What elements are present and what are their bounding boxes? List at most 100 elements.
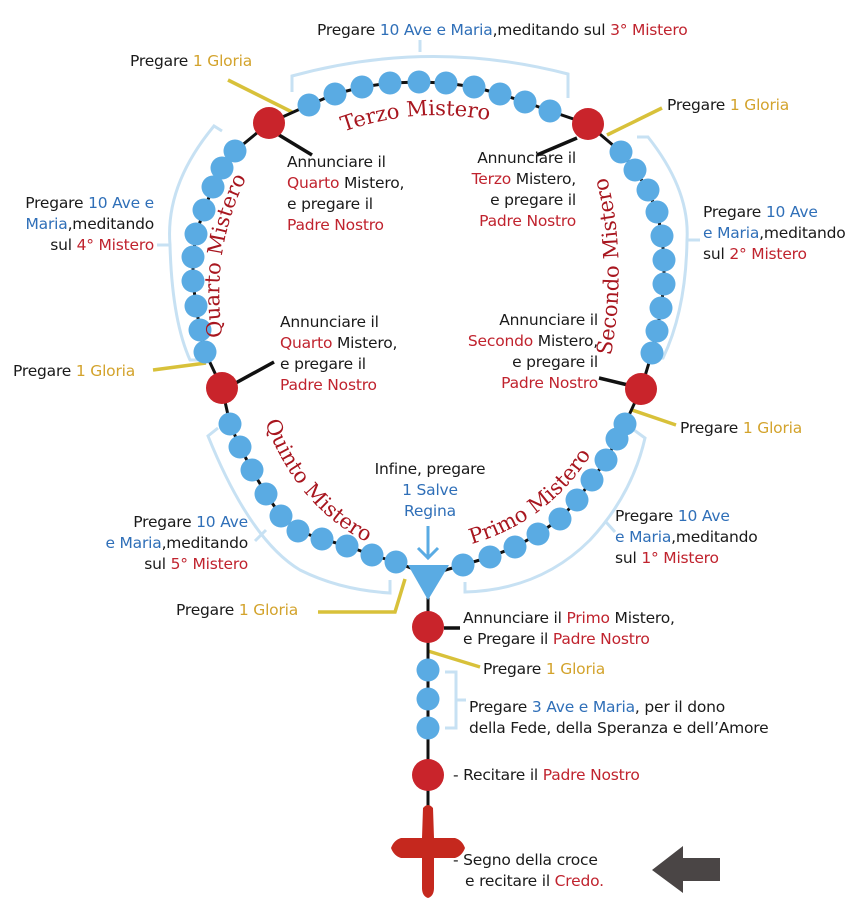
pater-noster-beads	[206, 107, 657, 791]
bracket-bottom-left	[206, 426, 392, 595]
decade-brackets	[157, 40, 700, 730]
text: Pregare	[680, 419, 743, 437]
text-mystery-ref: Terzo	[471, 170, 512, 188]
text-gloria: 1 Gloria	[238, 601, 299, 619]
ave-maria-bead	[645, 200, 669, 224]
label-gloria-mid-left: Pregare 1 Gloria	[13, 361, 135, 382]
ave-maria-bead	[605, 427, 629, 451]
ave-maria-bead	[503, 535, 527, 559]
label-decade-second: Pregare 10 Ave e Maria,meditando sul 2° …	[703, 202, 846, 265]
text-credo: Credo.	[554, 872, 604, 890]
text-gloria: 1 Gloria	[75, 362, 136, 380]
text: Pregare	[13, 362, 76, 380]
arrow-down-icon	[416, 526, 440, 561]
text-ave: e Maria	[105, 534, 162, 552]
text-ave-count: 3 Ave e Maria	[531, 698, 635, 716]
text-ave-count: 10 Ave	[765, 203, 818, 221]
label-gloria-top-left: Pregare 1 Gloria	[130, 51, 252, 72]
ave-maria-bead	[652, 248, 676, 272]
text-ave-count: 10 Ave e	[88, 194, 154, 212]
ave-maria-bead	[184, 294, 208, 318]
text-ave-count: 10 Ave e Maria	[379, 21, 493, 39]
ave-maria-bead	[192, 198, 216, 222]
crucifix-icon	[391, 805, 465, 898]
ave-maria-bead	[594, 448, 618, 472]
ave-maria-bead	[310, 527, 334, 551]
pater-noster-bead	[572, 108, 604, 140]
text-mystery-ref: 3° Mistero	[610, 21, 688, 39]
text-gloria: 1 Gloria	[545, 660, 606, 678]
text: sul	[703, 245, 730, 263]
ave-maria-bead	[416, 658, 440, 682]
label-our-father: - Recitare il Padre Nostro	[453, 765, 640, 786]
text: Annunciare il	[499, 311, 598, 329]
text-mystery-ref: Quarto	[287, 174, 340, 192]
ave-maria-bead	[645, 319, 669, 343]
ave-maria-bead	[193, 340, 217, 364]
text: e pregare il	[490, 191, 576, 209]
ave-maria-bead	[580, 468, 604, 492]
ave-maria-bead	[201, 175, 225, 199]
label-salve-regina: Infine, pregare 1 Salve Regina	[360, 459, 500, 522]
pater-noster-bead	[412, 759, 444, 791]
ave-maria-bead	[407, 70, 431, 94]
text-gloria: 1 Gloria	[192, 52, 253, 70]
ave-maria-bead	[181, 269, 205, 293]
text: Pregare	[703, 203, 766, 221]
ave-maria-bead	[513, 90, 537, 114]
text-gloria: 1 Gloria	[729, 96, 790, 114]
text-gloria: 1 Gloria	[742, 419, 803, 437]
label-announce-top-right: Annunciare il Terzo Mistero, e pregare i…	[440, 148, 577, 232]
text: ,meditando	[67, 215, 155, 233]
text: Pregare	[317, 21, 380, 39]
text: Pregare	[667, 96, 730, 114]
ave-maria-bead	[378, 71, 402, 95]
bracket-three-aves	[445, 670, 466, 730]
text: Pregare	[176, 601, 239, 619]
ave-maria-bead	[286, 519, 310, 543]
ave-maria-bead	[184, 222, 208, 246]
pater-noster-bead	[625, 373, 657, 405]
arrow-left-icon	[652, 846, 720, 893]
text-ave: e Maria	[615, 528, 672, 546]
ave-maria-bead	[526, 522, 550, 546]
ave-maria-beads	[181, 70, 676, 740]
text-regina: Regina	[404, 502, 456, 520]
ave-maria-bead	[548, 507, 572, 531]
text-ave-count: 10 Ave	[196, 513, 248, 531]
label-announce-top-left: Annunciare il Quarto Mistero, e pregare …	[287, 152, 404, 236]
ave-maria-bead	[350, 75, 374, 99]
ave-maria-bead	[223, 139, 247, 163]
text-padre-nostro: Padre Nostro	[280, 376, 377, 394]
text: Pregare	[133, 513, 197, 531]
mystery-title-fifth: Quinto Mistero	[260, 415, 376, 547]
label-announce-mid-right: Annunciare il Secondo Mistero, e pregare…	[430, 310, 598, 394]
pater-noster-bead	[412, 611, 444, 643]
ave-maria-bead	[640, 341, 664, 365]
label-decade-first: Pregare 10 Ave e Maria,meditando sul 1° …	[615, 506, 758, 569]
ave-maria-bead	[565, 488, 589, 512]
text: , per il dono	[634, 698, 726, 716]
ave-maria-bead	[210, 156, 234, 180]
ave-maria-bead	[451, 553, 475, 577]
ave-maria-bead	[416, 687, 440, 711]
label-gloria-mid-right: Pregare 1 Gloria	[680, 418, 802, 439]
text: Mistero,	[511, 170, 576, 188]
label-gloria-stem: Pregare 1 Gloria	[483, 659, 605, 680]
bracket-top	[290, 40, 570, 98]
label-gloria-top-right: Pregare 1 Gloria	[667, 95, 789, 116]
label-creed: - Segno della croce e recitare il Credo.	[453, 850, 604, 892]
text-mystery-ref: 5° Mistero	[170, 555, 249, 573]
text: Infine, pregare	[374, 460, 486, 478]
text-mystery-ref: 4° Mistero	[76, 236, 155, 254]
label-three-aves: Pregare 3 Ave e Maria, per il dono della…	[469, 697, 769, 739]
ave-maria-bead	[335, 534, 359, 558]
pater-noster-bead	[253, 107, 285, 139]
text: sul	[50, 236, 77, 254]
ave-maria-bead	[416, 716, 440, 740]
text-mystery-ref: Quarto	[280, 334, 333, 352]
ave-maria-bead	[478, 545, 502, 569]
announce-pointer-lines	[231, 133, 629, 630]
text: Annunciare il	[477, 149, 576, 167]
